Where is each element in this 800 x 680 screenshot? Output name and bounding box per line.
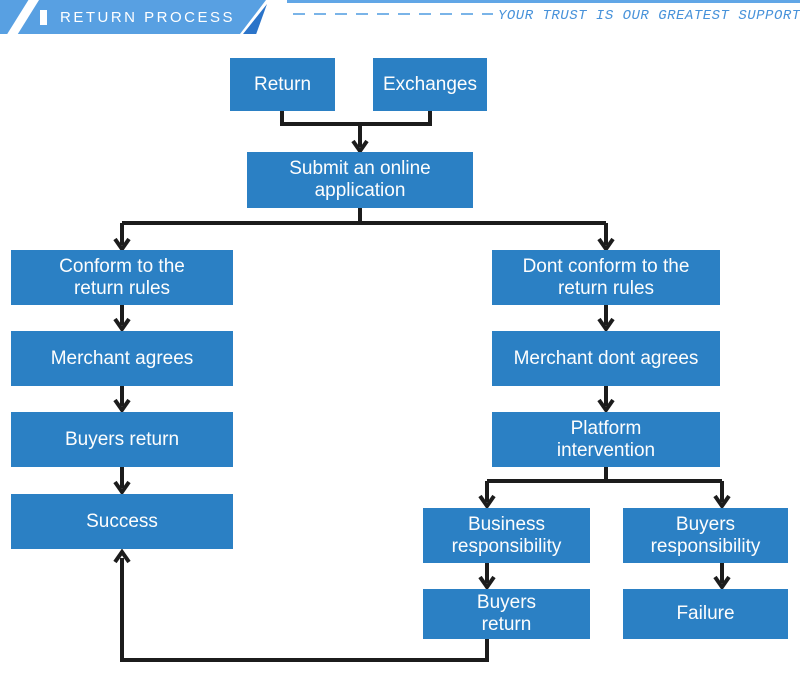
node-buyers-responsibility: Buyers responsibility — [623, 508, 788, 563]
header-dashed-rule — [293, 13, 493, 15]
node-label: Return — [253, 73, 312, 95]
node-label: Buyers responsibility — [650, 513, 761, 557]
connector-buyers-return-to-success — [113, 467, 131, 496]
node-label: Success — [86, 510, 158, 532]
node-buyers-return-left: Buyers return — [11, 412, 233, 467]
connector-platform-branch — [478, 467, 731, 510]
node-submit-application: Submit an online application — [247, 152, 473, 208]
node-label: Exchanges — [382, 73, 477, 95]
connector-business-to-buyers-return — [478, 563, 496, 591]
header-top-rule — [287, 0, 800, 3]
connector-dontconform-to-merchant-dont — [597, 305, 615, 333]
node-failure: Failure — [623, 589, 788, 639]
node-label: Buyers return — [64, 428, 180, 450]
node-label: Failure — [676, 603, 735, 624]
connector-conform-to-merchant-agrees — [113, 305, 131, 333]
node-label: Conform to the return rules — [59, 255, 185, 299]
node-label: Merchant agrees — [50, 347, 194, 369]
node-label: Submit an online application — [289, 158, 431, 201]
node-merchant-agrees: Merchant agrees — [11, 331, 233, 386]
node-label: Merchant dont agrees — [513, 347, 699, 369]
connector-merchant-agrees-to-buyers-return — [113, 386, 131, 414]
node-conform-rules: Conform to the return rules — [11, 250, 233, 305]
node-buyers-return-right: Buyers return — [423, 589, 590, 639]
connector-submit-branch — [113, 208, 615, 253]
page-title: RETURN PROCESS — [60, 9, 236, 26]
node-success: Success — [11, 494, 233, 549]
header-slogan: YOUR TRUST IS OUR GREATEST SUPPORT — [498, 8, 800, 24]
node-business-responsibility: Business responsibility — [423, 508, 590, 563]
node-return: Return — [230, 58, 335, 111]
node-label: Platform intervention — [556, 417, 656, 461]
node-platform-intervention: Platform intervention — [492, 412, 720, 467]
node-label: Business responsibility — [451, 513, 562, 557]
node-label: Dont conform to the return rules — [522, 255, 690, 299]
node-dont-conform-rules: Dont conform to the return rules — [492, 250, 720, 305]
connector-buyersresp-to-failure — [713, 563, 731, 591]
connector-merchant-dont-to-platform — [597, 386, 615, 414]
node-exchanges: Exchanges — [373, 58, 487, 111]
connector-return-exchanges-merge — [280, 111, 432, 155]
node-merchant-dont-agrees: Merchant dont agrees — [492, 331, 720, 386]
title-bullet-icon — [40, 10, 47, 25]
node-label: Buyers return — [476, 592, 537, 635]
